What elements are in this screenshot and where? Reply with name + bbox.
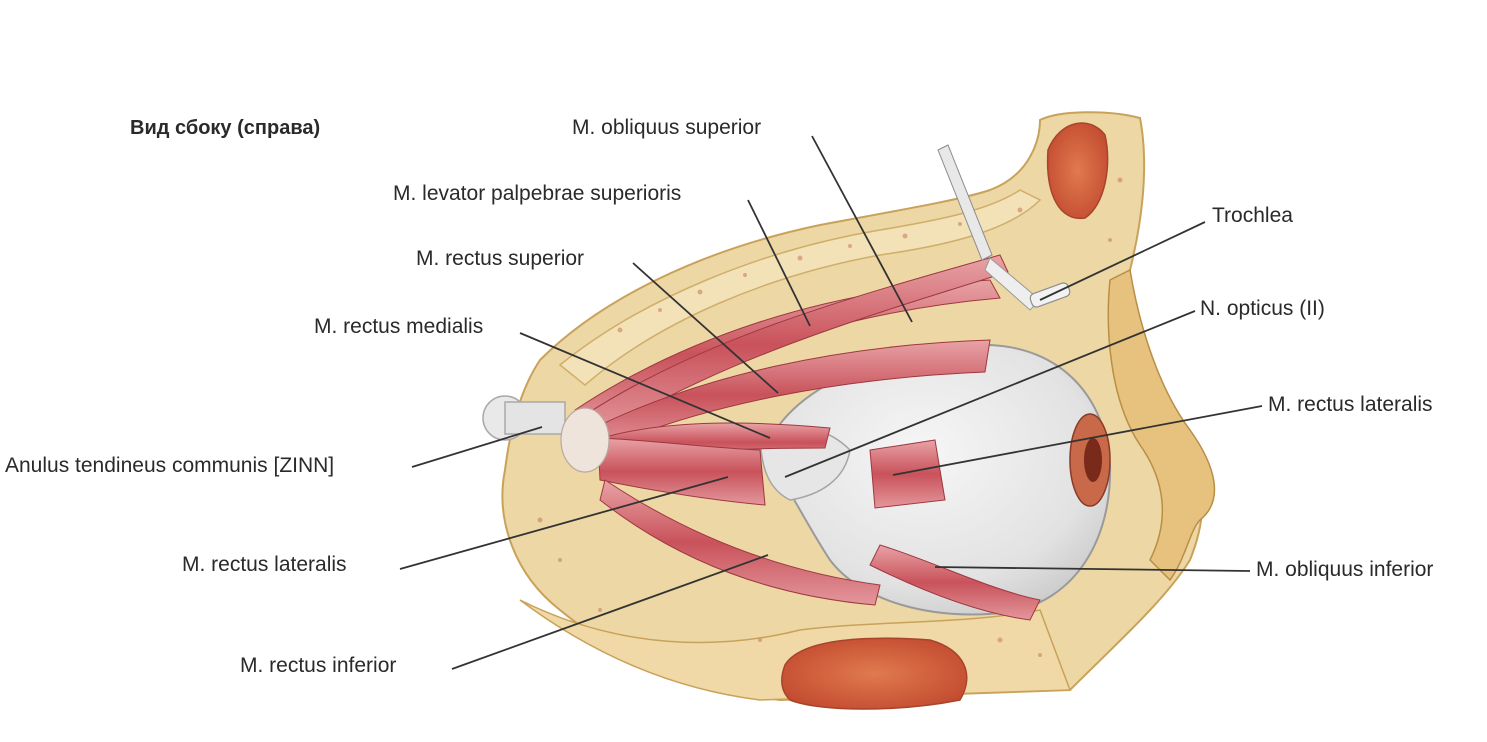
- label-rectus-lateralis-right: M. rectus lateralis: [1268, 393, 1433, 416]
- label-trochlea: Trochlea: [1212, 204, 1293, 227]
- leader-lines: [399, 135, 1263, 670]
- label-rectus-lateralis-left: M. rectus lateralis: [182, 553, 347, 576]
- leader-anulus-tendineus: [411, 426, 543, 468]
- leader-rectus-lateralis-right: [892, 405, 1263, 476]
- label-rectus-superior: M. rectus superior: [416, 247, 584, 270]
- leader-rectus-lateralis-left: [399, 476, 729, 570]
- label-rectus-inferior: M. rectus inferior: [240, 654, 396, 677]
- leader-rectus-superior: [632, 262, 779, 394]
- leader-obliquus-inferior: [934, 566, 1251, 572]
- leader-levator-palpebrae: [747, 199, 811, 327]
- figure-title: Вид сбоку (справа): [130, 117, 320, 139]
- label-anulus-tendineus: Anulus tendineus communis [ZINN]: [5, 454, 334, 477]
- leader-rectus-inferior: [451, 554, 769, 670]
- leader-n-opticus: [784, 310, 1196, 478]
- label-obliquus-superior: M. obliquus superior: [572, 116, 761, 139]
- extraocular-muscles: [560, 144, 1071, 621]
- leader-obliquus-superior: [811, 135, 913, 323]
- leader-rectus-medialis: [519, 332, 771, 439]
- label-n-opticus: N. opticus (II): [1200, 297, 1325, 320]
- leader-trochlea: [1039, 221, 1206, 301]
- label-levator-palpebrae: M. levator palpebrae superioris: [393, 182, 681, 205]
- label-rectus-medialis: M. rectus medialis: [314, 315, 483, 338]
- label-obliquus-inferior: M. obliquus inferior: [1256, 558, 1433, 581]
